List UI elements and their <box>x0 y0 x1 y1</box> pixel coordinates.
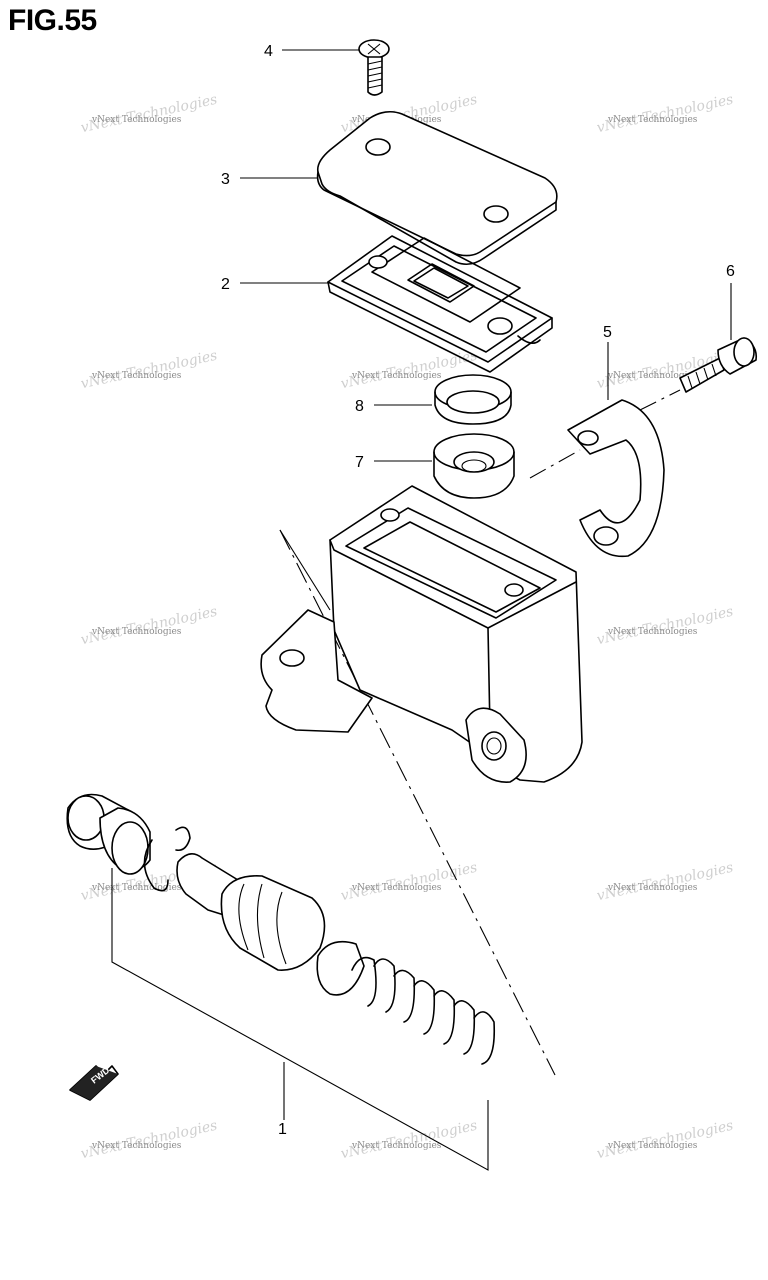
label-part-8: 8 <box>355 398 364 415</box>
label-part-2: 2 <box>221 276 230 293</box>
label-part-6: 6 <box>726 263 735 280</box>
watermark-shadow-text: vNext Technologies <box>79 92 218 137</box>
watermark-shadow-text: vNext Technologies <box>339 1118 478 1163</box>
watermark-text: vNext Technologies <box>91 1141 182 1151</box>
watermark-shadow-text: vNext Technologies <box>595 92 734 137</box>
watermark-text: vNext Technologies <box>91 883 182 893</box>
watermark-text: vNext Technologies <box>351 371 442 381</box>
watermark-text: vNext Technologies <box>607 627 698 637</box>
part-1-piston-kit <box>66 793 496 1065</box>
label-part-1: 1 <box>278 1121 287 1138</box>
part-7-seal <box>433 433 515 499</box>
watermark-text: vNext Technologies <box>607 115 698 125</box>
master-cylinder-body <box>260 485 583 783</box>
label-part-4: 4 <box>264 43 273 60</box>
watermark-shadow-text: vNext Technologies <box>339 860 478 905</box>
watermark-shadow-text: vNext Technologies <box>79 348 218 393</box>
watermark-shadow-text: vNext Technologies <box>595 1118 734 1163</box>
label-part-3: 3 <box>221 171 230 188</box>
watermark-shadow-text: vNext Technologies <box>79 604 218 649</box>
watermark-shadow-text: vNext Technologies <box>79 1118 218 1163</box>
label-part-7: 7 <box>355 454 364 471</box>
label-part-5: 5 <box>603 324 612 341</box>
leader-lines <box>111 49 732 1171</box>
part-3-reservoir-cap <box>316 110 558 266</box>
watermark-text: vNext Technologies <box>351 1141 442 1151</box>
watermark-text: vNext Technologies <box>607 1141 698 1151</box>
watermark-text: vNext Technologies <box>351 883 442 893</box>
part-6-bolt <box>679 337 758 393</box>
figure-title: FIG.55 <box>8 4 97 37</box>
watermark-text: vNext Technologies <box>91 115 182 125</box>
fwd-arrow: FWD <box>69 1065 119 1101</box>
part-5-clamp <box>567 399 665 558</box>
watermark-text: vNext Technologies <box>607 371 698 381</box>
watermark-text: vNext Technologies <box>91 371 182 381</box>
watermark-text: vNext Technologies <box>607 883 698 893</box>
part-2-diaphragm <box>327 235 553 373</box>
part-4-screw <box>358 39 390 96</box>
watermark-shadow-text: vNext Technologies <box>595 604 734 649</box>
part-8-ring <box>434 374 512 425</box>
watermark-text: vNext Technologies <box>91 627 182 637</box>
watermark-shadow-text: vNext Technologies <box>595 860 734 905</box>
